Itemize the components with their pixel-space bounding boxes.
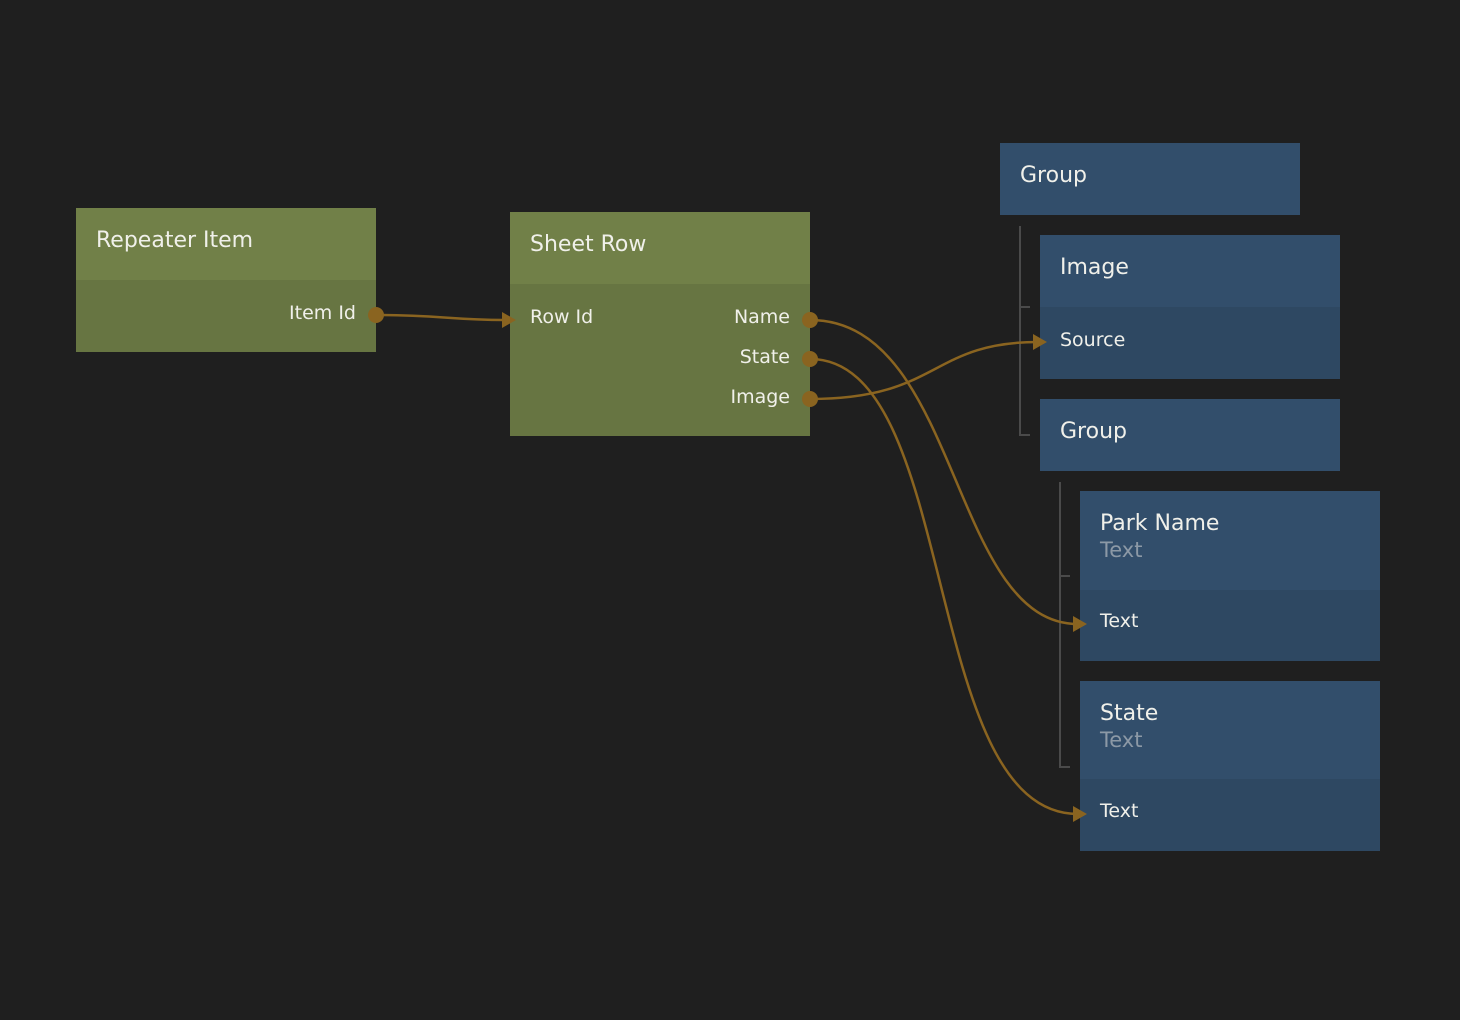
node-repeater-item[interactable]: Repeater Item Item Id xyxy=(76,208,376,352)
node-type: Text xyxy=(1100,728,1143,752)
port-name[interactable]: Name xyxy=(733,306,790,328)
connection-image-source[interactable] xyxy=(809,340,1039,401)
node-title: State xyxy=(1100,701,1159,726)
output-dot-name[interactable] xyxy=(802,312,818,328)
arrow-icon xyxy=(502,312,516,328)
port-image[interactable]: Image xyxy=(730,386,790,408)
output-dot-state[interactable] xyxy=(802,351,818,367)
port-state[interactable]: State xyxy=(739,346,790,368)
arrow-icon xyxy=(1073,806,1087,822)
output-dot-image[interactable] xyxy=(802,391,818,407)
port-text[interactable]: Text xyxy=(1100,800,1139,822)
node-group-child[interactable]: Group xyxy=(1040,399,1340,471)
port-row-id[interactable]: Row Id xyxy=(530,306,594,328)
node-title: Group xyxy=(1000,143,1300,215)
output-dot-item-id[interactable] xyxy=(368,307,384,323)
arrow-icon xyxy=(1073,616,1087,632)
node-image[interactable]: Image Source xyxy=(1040,235,1340,379)
arrow-icon xyxy=(1033,334,1047,350)
node-type: Text xyxy=(1100,538,1143,562)
connection-itemid-rowid[interactable] xyxy=(375,313,506,322)
port-text[interactable]: Text xyxy=(1100,610,1139,632)
node-title: Sheet Row xyxy=(510,212,810,284)
node-title: Group xyxy=(1040,399,1340,471)
connection-name-text[interactable] xyxy=(809,318,1079,626)
node-park-name[interactable]: Park Name Text Text xyxy=(1080,491,1380,661)
node-title: Repeater Item xyxy=(76,208,376,280)
node-state[interactable]: State Text Text xyxy=(1080,681,1380,851)
node-sheet-row[interactable]: Sheet Row Row Id Name State Image xyxy=(510,212,810,436)
node-title: Park Name xyxy=(1100,511,1220,536)
node-title: Image xyxy=(1040,235,1340,307)
port-source[interactable]: Source xyxy=(1060,329,1126,351)
node-group-root[interactable]: Group xyxy=(1000,143,1300,215)
port-item-id[interactable]: Item Id xyxy=(289,302,356,324)
connection-state-text[interactable] xyxy=(809,357,1079,816)
